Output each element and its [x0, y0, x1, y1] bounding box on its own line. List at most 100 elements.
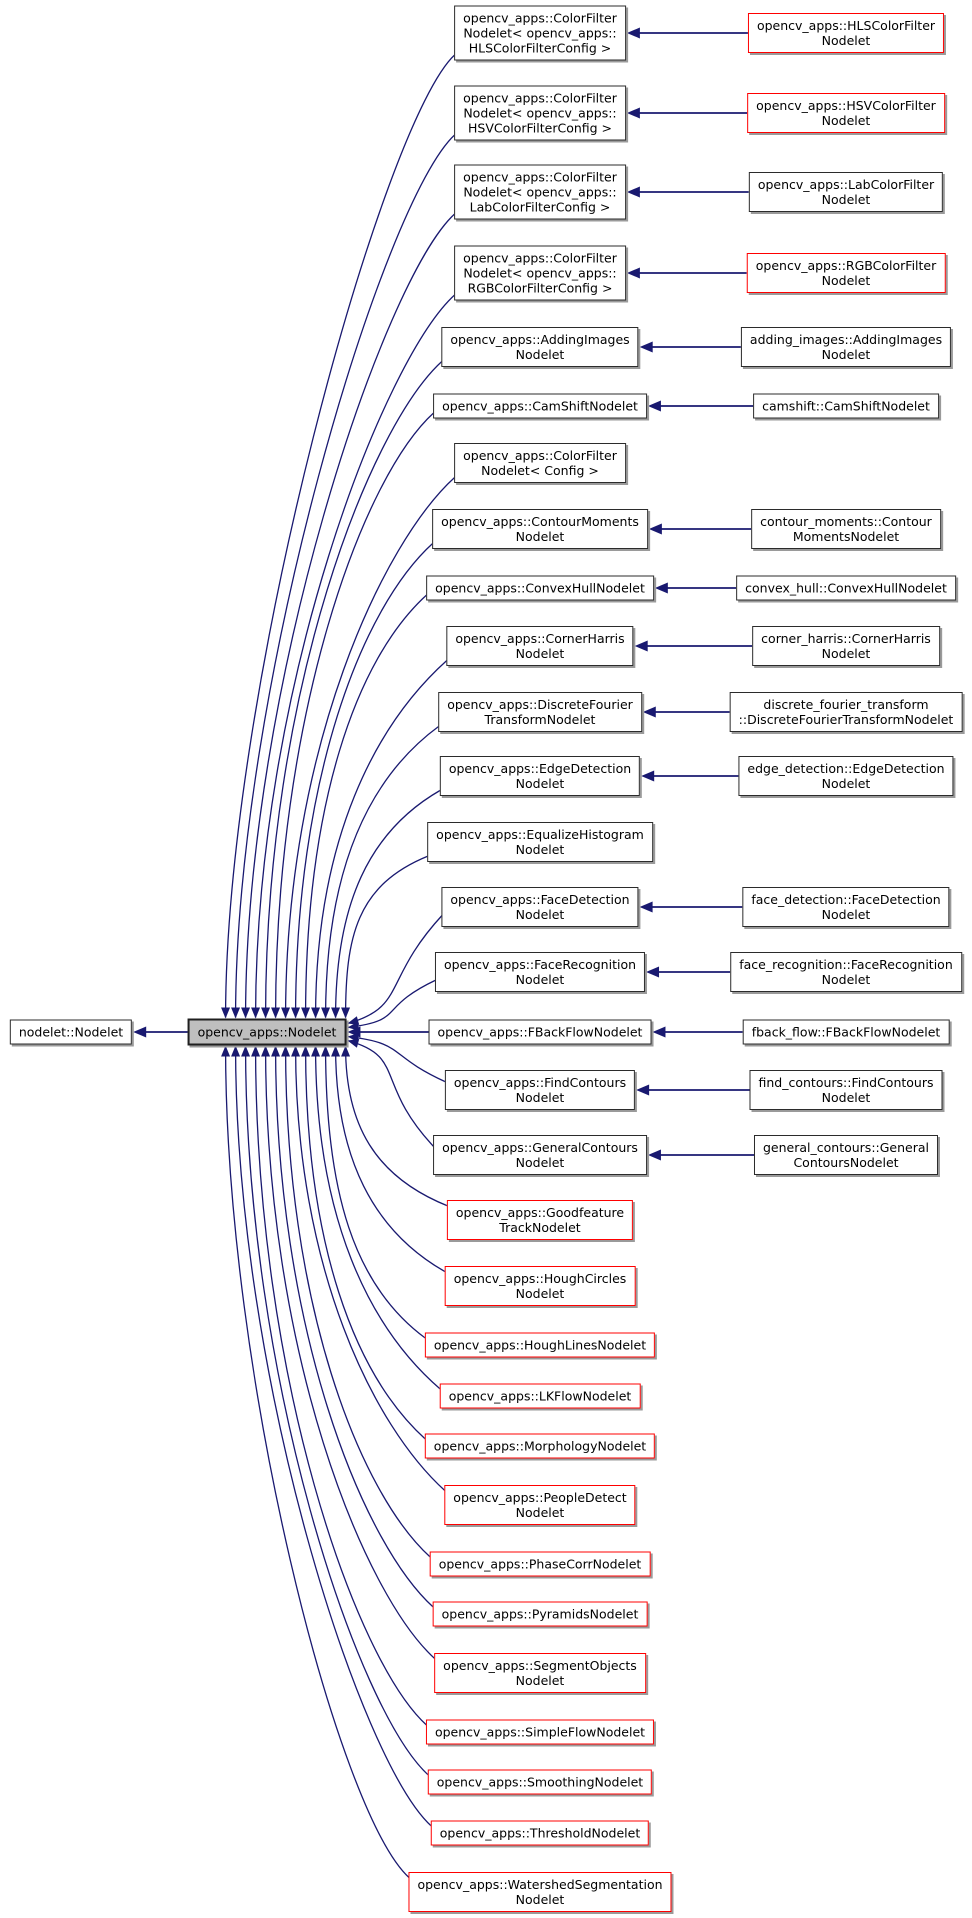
derived-class-node-opencv-apps-segmentobjectsnodelet[interactable]: opencv_apps::SegmentObjects Nodelet	[434, 1653, 646, 1693]
derived-class-node-opencv-apps-morphologynodelet[interactable]: opencv_apps::MorphologyNodelet	[424, 1433, 656, 1459]
derived-class-node-opencv-apps-houghcirclesnodelet[interactable]: opencv_apps::HoughCircles Nodelet	[444, 1266, 636, 1306]
derived-class-node-opencv-apps-colorfilternodelet-opencv-apps-labcolorfilterconfig[interactable]: opencv_apps::ColorFilter Nodelet< opencv…	[454, 164, 626, 220]
derived-class-node-opencv-apps-contourmomentsnodelet[interactable]: opencv_apps::ContourMoments Nodelet	[432, 509, 648, 549]
edge	[347, 979, 437, 1029]
arrowhead	[347, 1039, 360, 1048]
arrowhead	[251, 1007, 261, 1019]
arrowhead	[626, 186, 640, 198]
derived-class-node-opencv-apps-phasecorrnodelet[interactable]: opencv_apps::PhaseCorrNodelet	[429, 1551, 651, 1577]
leaf-class-node-corner-harris-cornerharrisnodelet[interactable]: corner_harris::CornerHarris Nodelet	[752, 626, 940, 666]
edge	[347, 1039, 435, 1148]
edge	[224, 54, 456, 1018]
arrowhead	[647, 1149, 661, 1161]
edge	[347, 1035, 447, 1083]
edge	[244, 213, 456, 1018]
leaf-class-node-opencv-apps-labcolorfilternodelet[interactable]: opencv_apps::LabColorFilter Nodelet	[748, 172, 944, 212]
edge	[324, 725, 440, 1018]
edge	[347, 914, 443, 1025]
arrowhead	[626, 107, 640, 119]
derived-class-node-opencv-apps-cornerharrisnodelet[interactable]: opencv_apps::CornerHarris Nodelet	[446, 626, 634, 666]
derived-class-node-opencv-apps-equalizehistogramnodelet[interactable]: opencv_apps::EqualizeHistogram Nodelet	[427, 822, 653, 862]
edge	[314, 1046, 442, 1390]
arrowhead	[652, 1026, 666, 1038]
derived-class-node-opencv-apps-lkflownodelet[interactable]: opencv_apps::LKFlowNodelet	[439, 1383, 641, 1409]
leaf-class-node-contour-moments-contourmomentsnodelet[interactable]: contour_moments::Contour MomentsNodelet	[751, 509, 941, 549]
arrowhead	[626, 267, 640, 279]
edge	[244, 1046, 430, 1776]
leaf-class-node-camshift-camshiftnodelet[interactable]: camshift::CamShiftNodelet	[753, 393, 939, 419]
derived-class-node-opencv-apps-addingimagesnodelet[interactable]: opencv_apps::AddingImages Nodelet	[441, 327, 639, 367]
leaf-class-node-find-contours-findcontoursnodelet[interactable]: find_contours::FindContours Nodelet	[749, 1070, 943, 1110]
arrowhead	[133, 1026, 147, 1038]
derived-class-node-opencv-apps-generalcontoursnodelet[interactable]: opencv_apps::GeneralContours Nodelet	[433, 1135, 647, 1175]
leaf-class-node-discrete-fourier-transform-discretefouriertransformnodelet[interactable]: discrete_fourier_transform ::DiscreteFou…	[729, 692, 963, 732]
arrowhead	[639, 341, 653, 353]
arrowhead	[301, 1007, 311, 1019]
arrowhead	[231, 1007, 241, 1019]
leaf-class-node-fback-flow-fbackflownodelet[interactable]: fback_flow::FBackFlowNodelet	[742, 1019, 950, 1045]
derived-class-node-opencv-apps-goodfeaturetracknodelet[interactable]: opencv_apps::Goodfeature TrackNodelet	[446, 1200, 634, 1240]
arrowhead	[291, 1007, 301, 1019]
edge	[274, 412, 435, 1018]
arrowhead	[261, 1007, 271, 1019]
derived-class-node-opencv-apps-peopledetectnodelet[interactable]: opencv_apps::PeopleDetect Nodelet	[444, 1485, 636, 1525]
leaf-class-node-edge-detection-edgedetectionnodelet[interactable]: edge_detection::EdgeDetection Nodelet	[738, 756, 954, 796]
derived-class-node-opencv-apps-facerecognitionnodelet[interactable]: opencv_apps::FaceRecognition Nodelet	[434, 952, 646, 992]
arrowhead	[641, 770, 655, 782]
arrowhead	[231, 1045, 241, 1057]
leaf-class-node-face-detection-facedetectionnodelet[interactable]: face_detection::FaceDetection Nodelet	[742, 887, 950, 927]
arrowhead	[221, 1045, 231, 1057]
derived-class-node-opencv-apps-houghlinesnodelet[interactable]: opencv_apps::HoughLinesNodelet	[424, 1332, 656, 1358]
derived-class-node-opencv-apps-watershedsegmentationnodelet[interactable]: opencv_apps::WatershedSegmentation Nodel…	[408, 1872, 672, 1912]
leaf-class-node-opencv-apps-hsvcolorfilternodelet[interactable]: opencv_apps::HSVColorFilter Nodelet	[747, 93, 945, 133]
leaf-class-node-opencv-apps-hlscolorfilternodelet[interactable]: opencv_apps::HLSColorFilter Nodelet	[747, 13, 945, 53]
leaf-class-node-convex-hull-convexhullnodelet[interactable]: convex_hull::ConvexHullNodelet	[736, 575, 956, 601]
arrowhead	[648, 523, 662, 535]
derived-class-node-opencv-apps-camshiftnodelet[interactable]: opencv_apps::CamShiftNodelet	[433, 393, 647, 419]
arrowhead	[321, 1045, 331, 1057]
arrowhead	[634, 640, 648, 652]
arrowhead	[311, 1045, 321, 1057]
derived-class-node-opencv-apps-edgedetectionnodelet[interactable]: opencv_apps::EdgeDetection Nodelet	[439, 756, 641, 796]
node-nodelet-nodelet[interactable]: nodelet::Nodelet	[9, 1019, 133, 1045]
derived-class-node-opencv-apps-findcontoursnodelet[interactable]: opencv_apps::FindContours Nodelet	[444, 1070, 636, 1110]
arrowhead	[647, 400, 661, 412]
leaf-class-node-opencv-apps-rgbcolorfilternodelet[interactable]: opencv_apps::RGBColorFilter Nodelet	[746, 253, 946, 293]
derived-class-node-opencv-apps-colorfilternodelet-opencv-apps-hlscolorfilterconfig[interactable]: opencv_apps::ColorFilter Nodelet< opencv…	[454, 5, 626, 61]
edge	[304, 1046, 427, 1440]
arrowhead	[241, 1045, 251, 1057]
arrowhead	[221, 1007, 231, 1019]
leaf-class-node-face-recognition-facerecognitionnodelet[interactable]: face_recognition::FaceRecognition Nodele…	[730, 952, 962, 992]
arrowhead	[271, 1045, 281, 1057]
derived-class-node-opencv-apps-colorfilternodelet-opencv-apps-rgbcolorfilterconfig[interactable]: opencv_apps::ColorFilter Nodelet< opencv…	[454, 245, 626, 301]
edge	[324, 1046, 427, 1340]
derived-class-node-opencv-apps-thresholdnodelet[interactable]: opencv_apps::ThresholdNodelet	[430, 1820, 650, 1846]
edge	[344, 1046, 449, 1207]
arrowhead	[636, 1084, 650, 1096]
derived-class-node-opencv-apps-simpleflownodelet[interactable]: opencv_apps::SimpleFlowNodelet	[425, 1719, 655, 1745]
arrowhead	[639, 901, 653, 913]
derived-class-node-opencv-apps-discretefouriertransformnodelet[interactable]: opencv_apps::DiscreteFourier TransformNo…	[438, 692, 642, 732]
derived-class-node-opencv-apps-facedetectionnodelet[interactable]: opencv_apps::FaceDetection Nodelet	[441, 887, 639, 927]
derived-class-node-opencv-apps-colorfilternodelet-opencv-apps-hsvcolorfilterconfig[interactable]: opencv_apps::ColorFilter Nodelet< opencv…	[454, 85, 626, 141]
current-class-node-opencv-apps-nodelet: opencv_apps::Nodelet	[187, 1018, 347, 1046]
leaf-class-node-general-contours-generalcontoursnodelet[interactable]: general_contours::General ContoursNodele…	[753, 1135, 939, 1175]
derived-class-node-opencv-apps-smoothingnodelet[interactable]: opencv_apps::SmoothingNodelet	[427, 1769, 653, 1795]
arrowhead	[341, 1007, 351, 1019]
arrowhead	[626, 27, 640, 39]
edge	[234, 1046, 433, 1827]
arrowhead	[271, 1007, 281, 1019]
edge	[294, 542, 434, 1018]
arrowhead	[281, 1007, 291, 1019]
edge	[274, 1046, 435, 1608]
arrowhead	[241, 1007, 251, 1019]
derived-class-node-opencv-apps-convexhullnodelet[interactable]: opencv_apps::ConvexHullNodelet	[426, 575, 654, 601]
edge	[234, 134, 456, 1018]
edge	[264, 1046, 436, 1660]
edge	[254, 1046, 428, 1726]
derived-class-node-opencv-apps-pyramidsnodelet[interactable]: opencv_apps::PyramidsNodelet	[432, 1601, 648, 1627]
derived-class-node-opencv-apps-fbackflownodelet[interactable]: opencv_apps::FBackFlowNodelet	[428, 1019, 652, 1045]
derived-class-node-opencv-apps-colorfilternodelet-config[interactable]: opencv_apps::ColorFilter Nodelet< Config…	[454, 443, 626, 483]
leaf-class-node-adding-images-addingimagesnodelet[interactable]: adding_images::AddingImages Nodelet	[740, 327, 952, 367]
arrowhead	[646, 966, 660, 978]
